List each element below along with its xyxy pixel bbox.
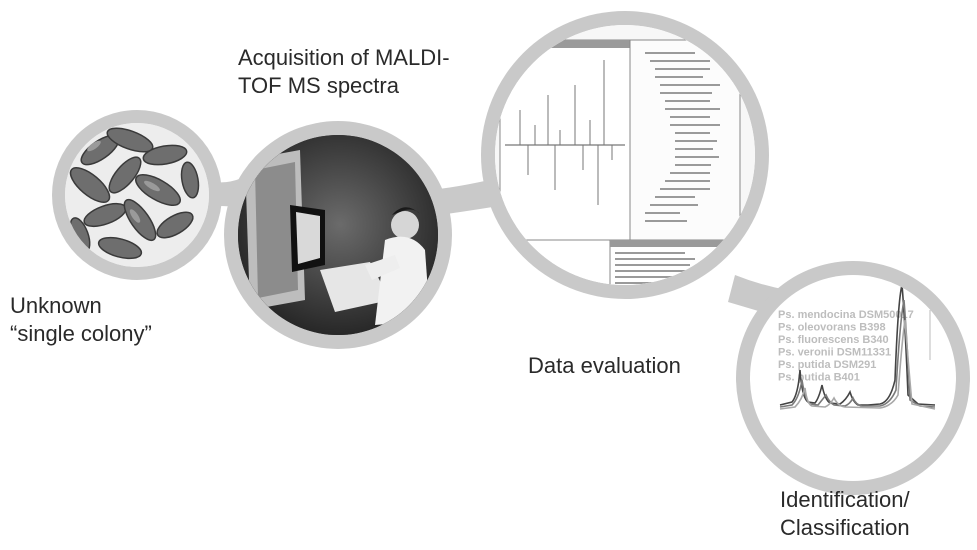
organism-name: Ps. fluorescens B340	[778, 334, 889, 346]
software-screenshot	[495, 25, 755, 285]
label-acquisition: Acquisition of MALDI- TOF MS spectra	[238, 44, 450, 100]
bacteria-image	[65, 123, 209, 267]
label-line: Unknown	[10, 293, 102, 318]
spectra-overlay	[779, 284, 936, 410]
panel-bacteria	[52, 110, 222, 280]
label-identification: Identification/ Classification	[780, 486, 910, 542]
panel-acquisition	[224, 121, 452, 349]
label-data-evaluation: Data evaluation	[528, 352, 681, 380]
label-unknown-colony: Unknown “single colony”	[10, 292, 152, 348]
label-line: TOF MS spectra	[238, 73, 399, 98]
organism-name: Ps. putida B401	[778, 372, 860, 384]
organism-name: Ps. mendocina DSM50017	[778, 309, 914, 321]
organism-name: Ps. veronii DSM11331	[778, 347, 891, 359]
label-line: Identification/	[780, 487, 910, 512]
scientist-photo	[238, 135, 438, 335]
label-line: Data evaluation	[528, 353, 681, 378]
organism-name: Ps. putida DSM291	[778, 359, 876, 371]
organism-name: Ps. oleovorans B398	[778, 322, 886, 334]
label-line: Acquisition of MALDI-	[238, 45, 450, 70]
label-line: “single colony”	[10, 321, 152, 346]
label-line: Classification	[780, 515, 910, 540]
panel-data-evaluation	[481, 11, 769, 299]
